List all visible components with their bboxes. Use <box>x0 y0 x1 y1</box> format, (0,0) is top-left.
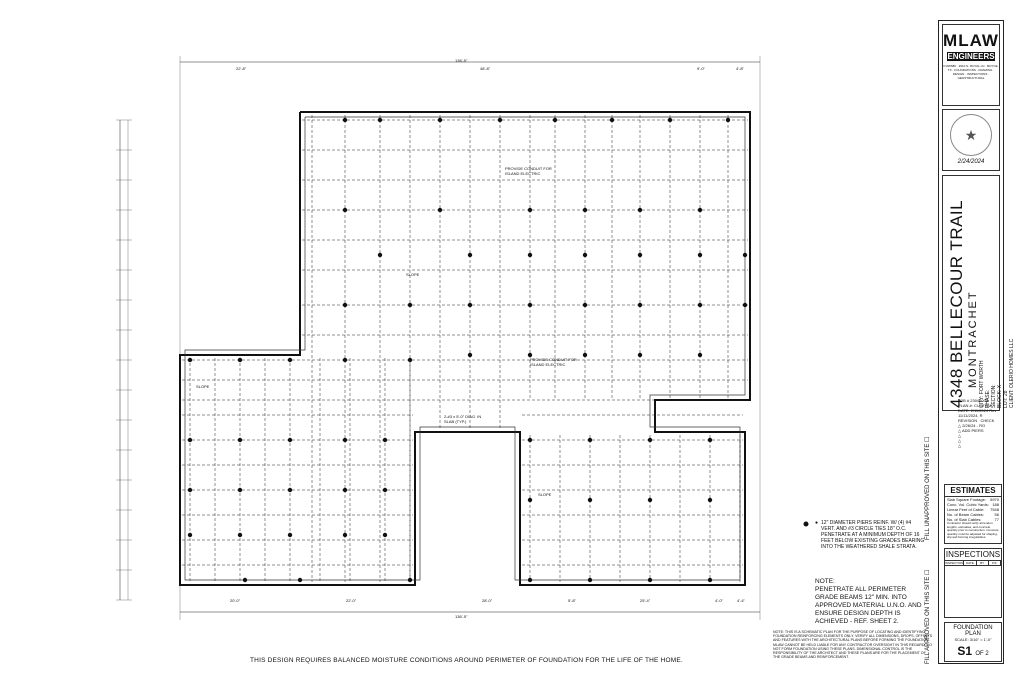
sheet-number: S1 OF 2 <box>957 644 989 658</box>
firm-address: P.206580 · 3910 N. ROYAL LN · BOYCE, TX … <box>943 64 999 80</box>
slope-label-2: SLOPE <box>196 384 210 389</box>
dim-bot-1: 20'-0" <box>230 598 241 603</box>
slope-label-1: SLOPE <box>406 272 420 277</box>
dim-bot-3: 28'-0" <box>482 598 493 603</box>
dim-bot-4: 5'-8" <box>568 598 576 603</box>
firm-sub: ENGINEERS <box>947 52 995 61</box>
overall-dimension: 136'-5" <box>455 58 468 63</box>
overall-dimension-bottom: 136'-5" <box>455 614 468 619</box>
general-note: NOTE: PENETRATE ALL PERIMETER GRADE BEAM… <box>815 578 922 625</box>
slope-label-3: SLOPE <box>538 492 552 497</box>
estimate-row: No. of Slab Cables:77 <box>947 517 999 522</box>
dim-top-1: 22'-8" <box>236 66 247 71</box>
moisture-footer-note: THIS DESIGN REQUIRES BALANCED MOISTURE C… <box>250 657 683 664</box>
conduit-note-2: PROVIDE CONDUIT FOR ISLAND ELECTRIC <box>530 357 577 367</box>
fill-unapproved-checkbox: FILL UNAPPROVED ON THIS SITE ☐ <box>925 436 931 540</box>
estimates-note: Contractor should verify all tendon leng… <box>947 521 999 539</box>
dim-top-3: 9'-0" <box>697 66 705 71</box>
dim-bot-7: 4'-4" <box>737 598 745 603</box>
seal-date: 2/24/2024 <box>957 159 985 165</box>
title-block: MLAW ENGINEERS P.206580 · 3910 N. ROYAL … <box>938 20 1015 664</box>
schematic-note: NOTE: THIS IS A SCHEMATIC PLAN FOR THE P… <box>773 630 933 660</box>
star-icon: ★ <box>950 114 992 156</box>
slab-diag-note: 2-#3 x 5'-0" DIAG. IN SLAB (TYP.) <box>444 414 482 424</box>
revision-block: JOB # 23042004 PLAN #: CUSTOM DATE: 2/11… <box>958 398 997 448</box>
subdivision: MONTRACHET <box>967 290 979 388</box>
sheet-scale: SCALE: 3/16" = 1'-0" <box>954 637 992 642</box>
dim-bot-6: 4'-0" <box>715 598 723 603</box>
sheet-title: FOUNDATION PLAN <box>953 625 993 637</box>
client: CLIENT: OLERIO HOMES LLC <box>1009 338 1015 408</box>
estimates-heading: ESTIMATES <box>945 485 1001 497</box>
dim-bot-2: 22'-0" <box>346 598 357 603</box>
inspections-heading: INSPECTIONS <box>945 550 1001 561</box>
conduit-note-1: PROVIDE CONDUIT FOR ISLAND ELECTRIC <box>505 166 552 176</box>
estimate-row: Linear Feet of Cable:7548 <box>947 507 999 512</box>
project-info: 4348 BELLECOUR TRAIL MONTRACHET CITY: FO… <box>942 175 1015 411</box>
pier-note: ●12" DIAMETER PIERS REINF. W/ (4) #4 VER… <box>815 520 925 550</box>
estimate-row: Conc. Vol. Cubic Yards:188 <box>947 502 999 507</box>
project-address: 4348 BELLECOUR TRAIL <box>947 199 966 408</box>
dim-top-4: 4'-8" <box>736 66 744 71</box>
engineer-seal: ★ 2/24/2024 <box>942 109 1000 171</box>
dim-bot-5: 25'-4" <box>640 598 651 603</box>
estimate-row: No. of Beam Cables:56 <box>947 512 999 517</box>
sheet-title-block: FOUNDATION PLAN SCALE: 3/16" = 1'-0" S1 … <box>944 622 1002 662</box>
estimate-row: Slab Square Footage:5970 <box>947 497 999 502</box>
firm-name: MLAW <box>943 31 999 50</box>
job-number: 23042004 <box>970 398 989 403</box>
pier-symbol-icon: ● <box>815 520 819 526</box>
dim-top-2: 48'-8" <box>480 66 491 71</box>
firm-logo: MLAW ENGINEERS P.206580 · 3910 N. ROYAL … <box>942 24 1000 106</box>
